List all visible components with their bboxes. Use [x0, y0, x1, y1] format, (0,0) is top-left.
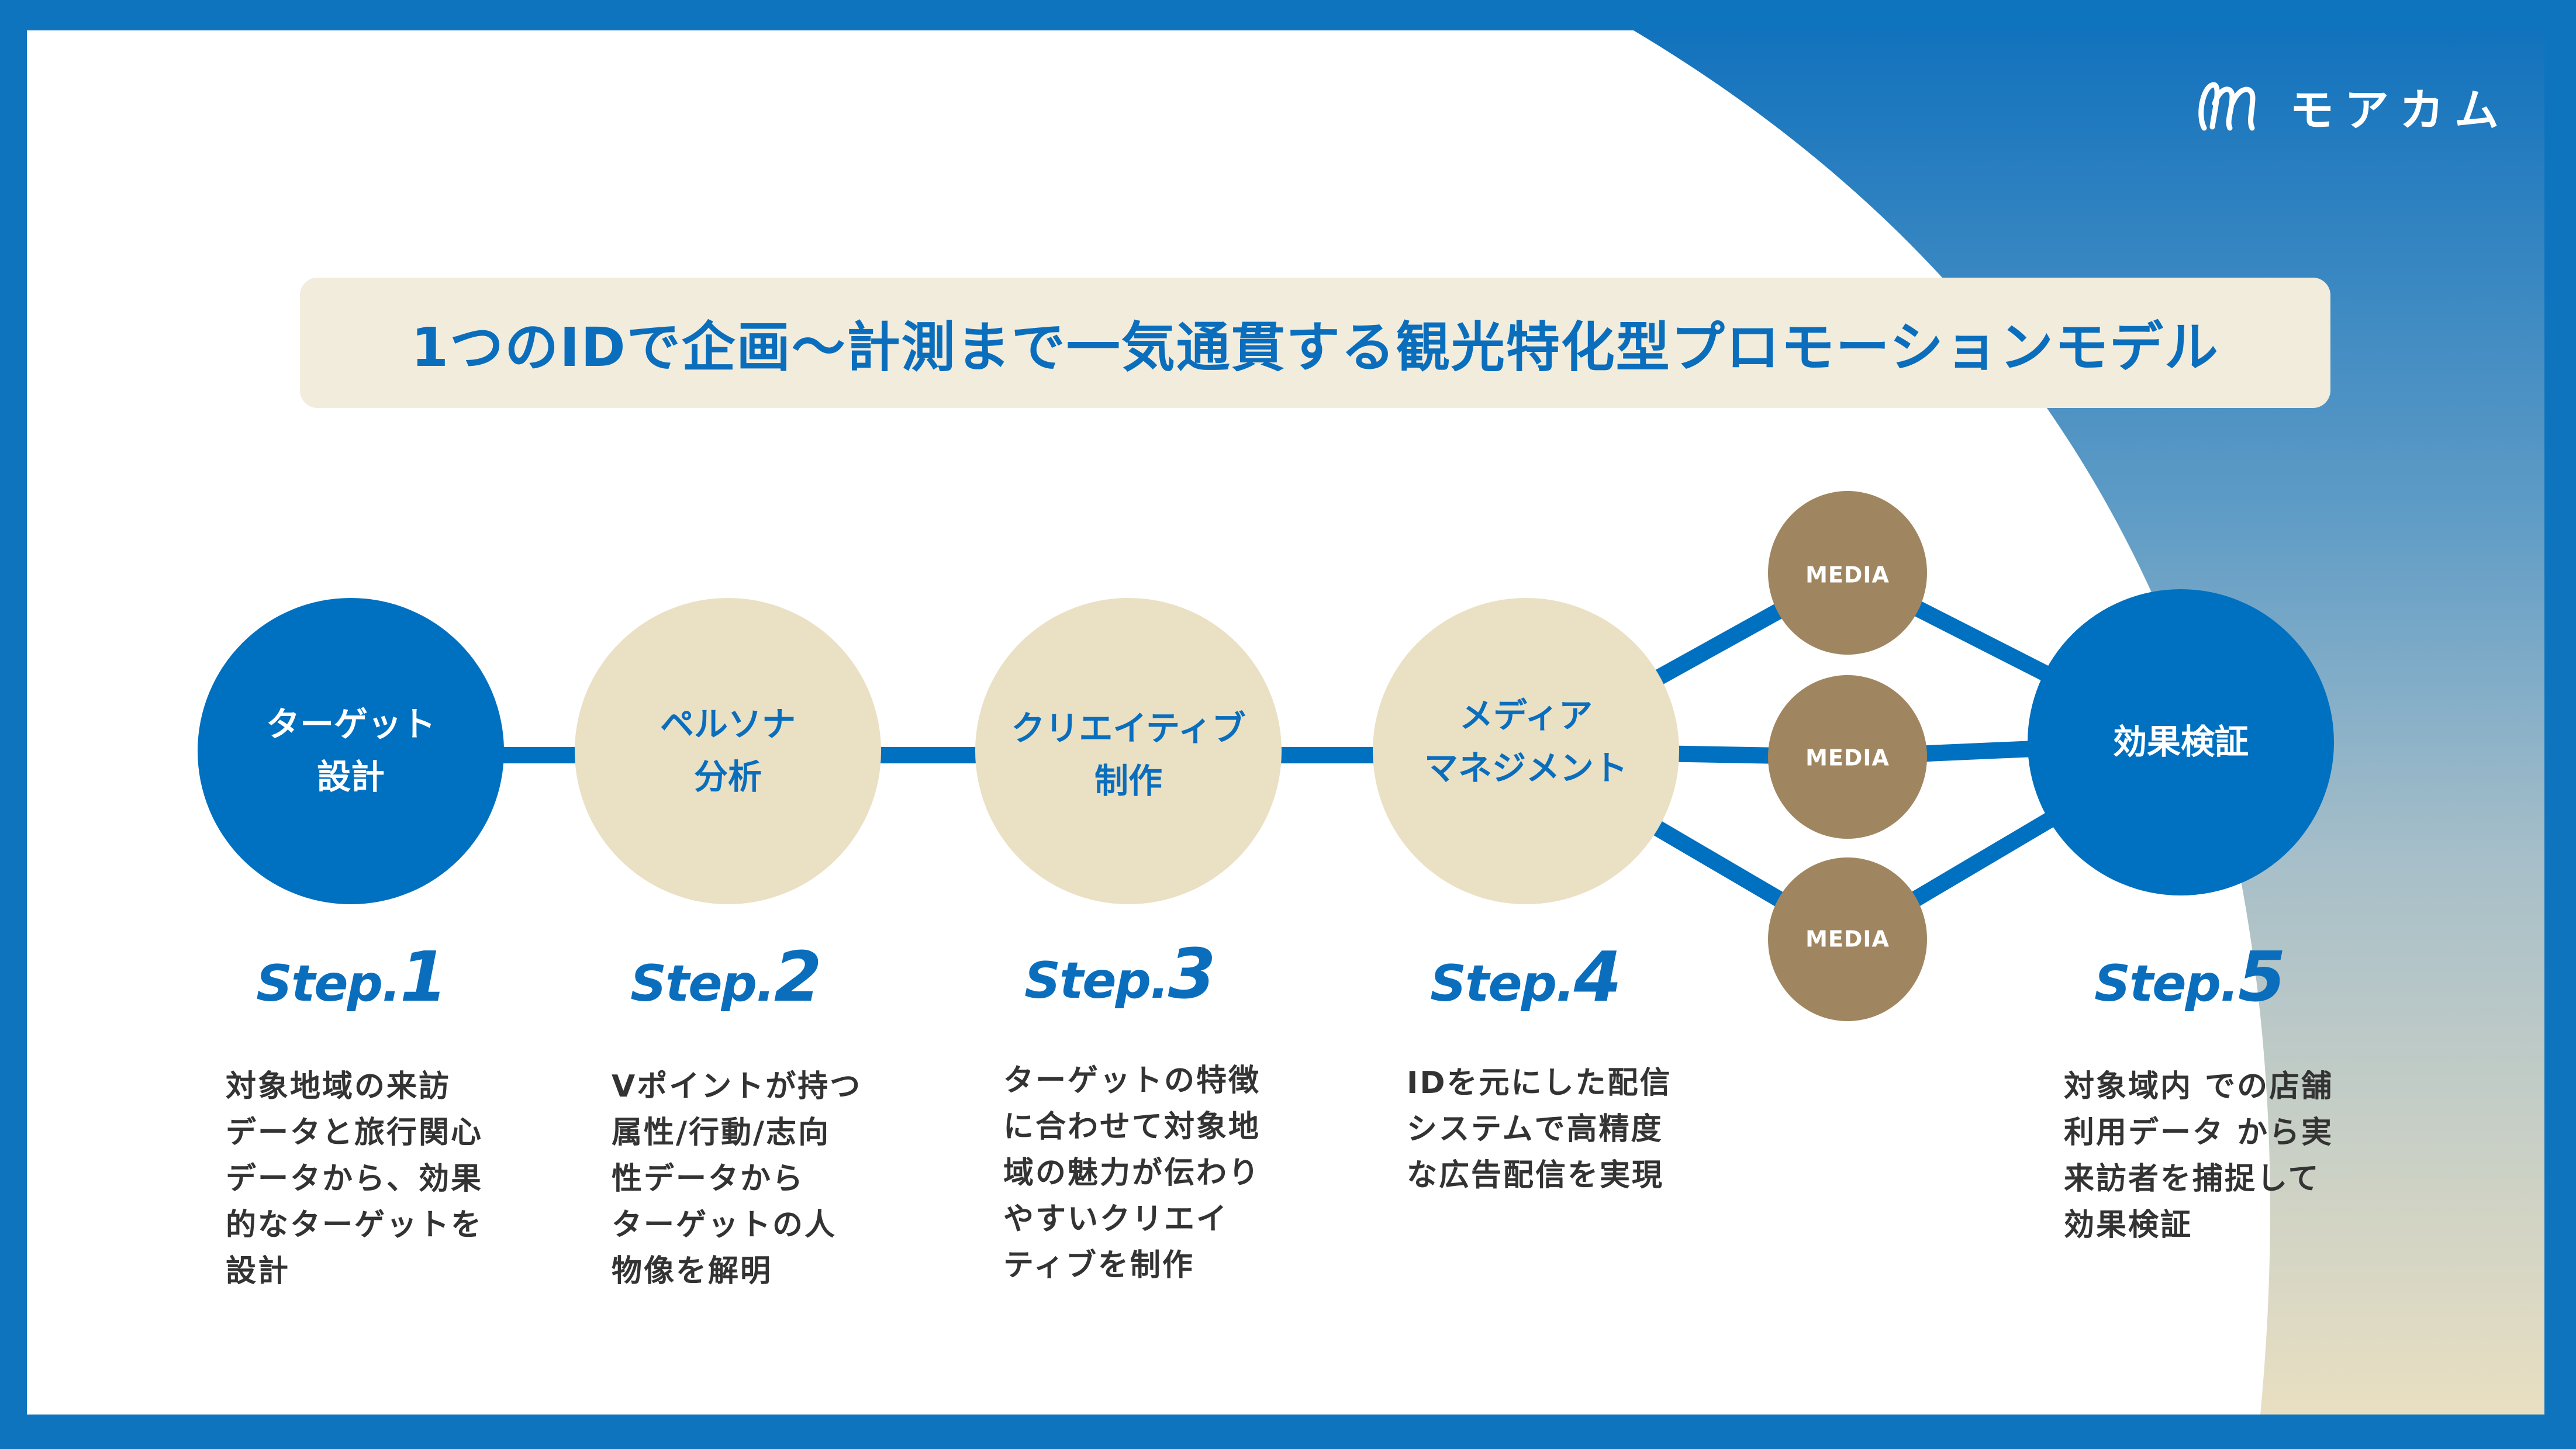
- step-number: 3: [1168, 933, 1216, 1014]
- flow-nodes: [198, 491, 2334, 1021]
- media-node: [1768, 675, 1927, 839]
- step-word: Step.: [2094, 955, 2239, 1013]
- step-heading-1: Step.1: [256, 936, 448, 1017]
- step-description-1: 対象地域の来訪 データと旅行関心 データから、効果 的なターゲットを 設計: [226, 1069, 484, 1289]
- step-description-3: ターゲットの特徴 に合わせて対象地 域の魅力が伝わり やすいクリエイ ティブを制…: [1003, 1063, 1261, 1283]
- node-label-line: メディア: [1459, 696, 1593, 736]
- step-1-node: [198, 598, 504, 904]
- node-label-line: ターゲット: [265, 704, 436, 745]
- node-label-line: 効果検証: [2112, 722, 2249, 762]
- step-3-node: [975, 598, 1282, 904]
- page-title: 1つのIDで企画〜計測まで一気通貫する観光特化型プロモーションモデル: [411, 316, 2219, 379]
- step-word: Step.: [1024, 952, 1169, 1010]
- step-word: Step.: [630, 955, 775, 1013]
- step-heading-2: Step.2: [630, 936, 822, 1017]
- moacom-logo-icon: [2198, 82, 2256, 131]
- media-node-label: MEDIA: [1805, 562, 1890, 588]
- step-word: Step.: [256, 955, 401, 1013]
- step-heading-3: Step.3: [1024, 933, 1216, 1014]
- node-label-step-5: 効果検証: [2113, 716, 2249, 769]
- node-label-line: クリエイティブ: [1011, 708, 1246, 749]
- step-5-node: [2028, 589, 2334, 895]
- step-description-2: Vポイントが持つ 属性/行動/志向 性データから ターゲットの人 物像を解明: [612, 1069, 862, 1289]
- step-4-node: [1373, 598, 1679, 904]
- media-node: [1768, 491, 1927, 655]
- step-description-5: 対象域内 での店舗 利用データ から実 来訪者を捕捉して 効果検証: [2064, 1069, 2334, 1243]
- title-banner: 1つのIDで企画〜計測まで一気通貫する観光特化型プロモーションモデル: [300, 278, 2330, 408]
- node-label-step-4: メディア マネジメント: [1424, 690, 1628, 795]
- step-2-node: [575, 598, 881, 904]
- flow-diagram: [198, 491, 2334, 1021]
- step-number: 2: [774, 936, 822, 1017]
- node-label-line: 制作: [1094, 761, 1162, 801]
- node-label-line: ペルソナ: [659, 704, 796, 745]
- node-label-step-3: クリエイティブ 制作: [1011, 703, 1245, 808]
- node-label-step-1: ターゲット 設計: [266, 698, 436, 804]
- slide-canvas: モアカム 1つのIDで企画〜計測まで一気通貫する観光特化型プロモーションモデル …: [27, 30, 2544, 1415]
- step-word: Step.: [1430, 955, 1575, 1013]
- media-node-label: MEDIA: [1805, 926, 1890, 952]
- step-description-4: IDを元にした配信 システムで高精度 な広告配信を実現: [1407, 1066, 1672, 1193]
- node-label-line: 分析: [693, 757, 762, 797]
- step-heading-5: Step.5: [2094, 936, 2286, 1017]
- brand-name: モアカム: [2290, 84, 2509, 136]
- media-node-label: MEDIA: [1805, 745, 1890, 771]
- brand-logo: モアカム: [2197, 77, 2509, 136]
- step-number: 4: [1573, 936, 1622, 1017]
- node-label-step-2: ペルソナ 分析: [660, 698, 796, 804]
- step-heading-4: Step.4: [1430, 936, 1622, 1017]
- media-node: [1768, 857, 1927, 1021]
- node-label-line: マネジメント: [1424, 748, 1628, 788]
- step-number: 5: [2237, 936, 2286, 1017]
- node-label-line: 設計: [316, 757, 385, 797]
- step-number: 1: [399, 936, 448, 1017]
